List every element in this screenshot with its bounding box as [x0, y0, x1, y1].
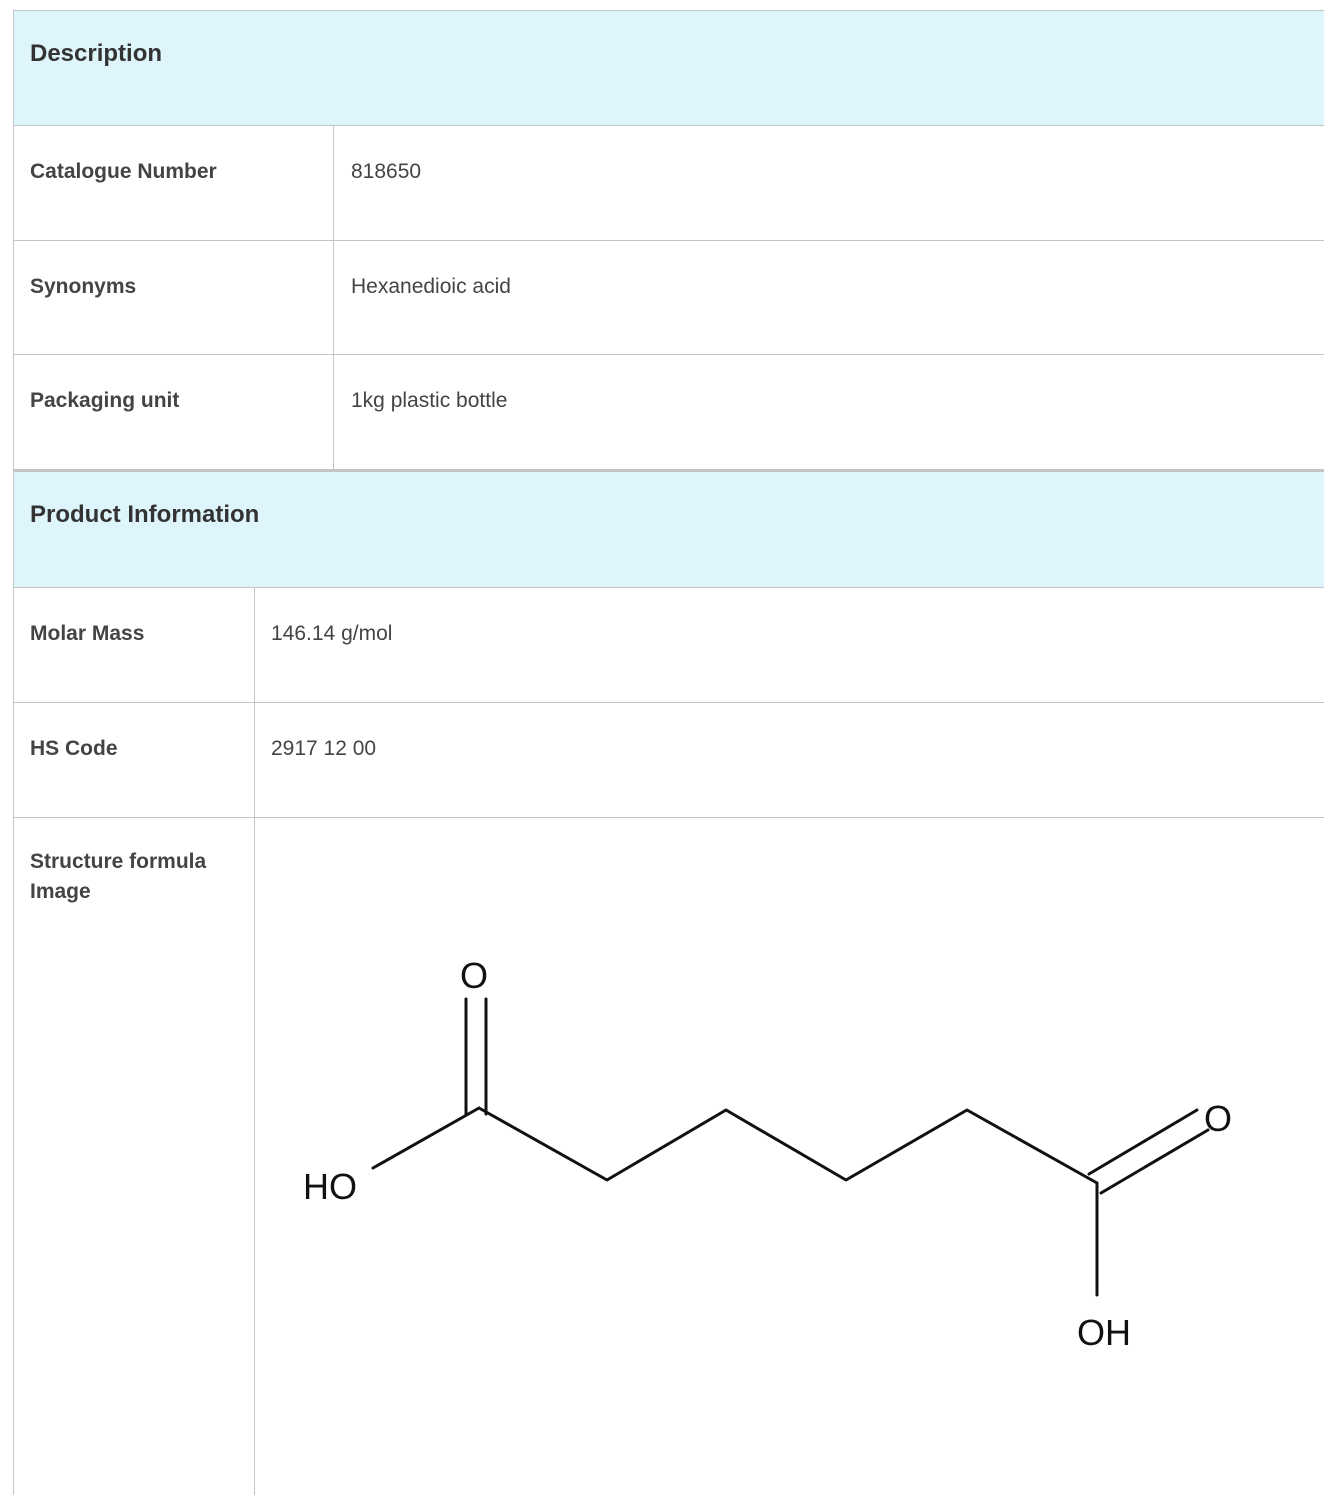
- atom-label-oh: OH: [1077, 1312, 1131, 1353]
- packaging-unit-value: 1kg plastic bottle: [351, 389, 508, 412]
- product-information-header: Product Information: [13, 471, 1324, 587]
- synonyms-row: Synonyms Hexanedioic acid: [13, 240, 1324, 354]
- carbonyl-bond-right-a: [1087, 1108, 1199, 1176]
- catalogue-number-value: 818650: [351, 160, 422, 183]
- hs-code-label: HS Code: [30, 737, 118, 760]
- packaging-unit-row: Packaging unit 1kg plastic bottle: [13, 354, 1324, 469]
- molar-mass-row: Molar Mass 146.14 g/mol: [13, 587, 1324, 702]
- product-spec-table: Description Catalogue Number 818650 Syno…: [13, 10, 1324, 1495]
- molar-mass-value: 146.14 g/mol: [271, 622, 393, 645]
- atom-label-o-right: O: [1204, 1098, 1232, 1139]
- column-divider: [333, 355, 334, 469]
- structure-formula-label: Structure formula Image: [30, 850, 207, 903]
- structure-formula-image: HO O O OH: [303, 955, 1232, 1353]
- column-divider: [254, 703, 255, 817]
- description-title: Description: [30, 40, 163, 67]
- product-information-title: Product Information: [30, 501, 260, 528]
- section-separator: [13, 469, 1324, 471]
- synonyms-value: Hexanedioic acid: [351, 275, 511, 298]
- catalogue-number-row: Catalogue Number 818650: [13, 125, 1324, 240]
- catalogue-number-label: Catalogue Number: [30, 160, 217, 183]
- hs-code-value: 2917 12 00: [271, 737, 377, 760]
- atom-label-ho: HO: [303, 1166, 357, 1207]
- carbonyl-bond-right-b: [1099, 1128, 1210, 1195]
- hydroxyl-bond-left: [371, 1106, 481, 1170]
- molar-mass-label: Molar Mass: [30, 622, 145, 645]
- column-divider: [254, 818, 255, 1495]
- hs-code-row: HS Code 2917 12 00: [13, 702, 1324, 817]
- column-divider: [254, 588, 255, 702]
- description-header: Description: [13, 10, 1324, 125]
- synonyms-label: Synonyms: [30, 275, 137, 298]
- column-divider: [333, 241, 334, 354]
- column-divider: [333, 126, 334, 240]
- carbon-chain-bond: [477, 1106, 1099, 1185]
- structure-formula-row: Structure formula Image HO O O OH: [13, 817, 1324, 1495]
- atom-label-o-top: O: [460, 955, 488, 996]
- packaging-unit-label: Packaging unit: [30, 389, 180, 412]
